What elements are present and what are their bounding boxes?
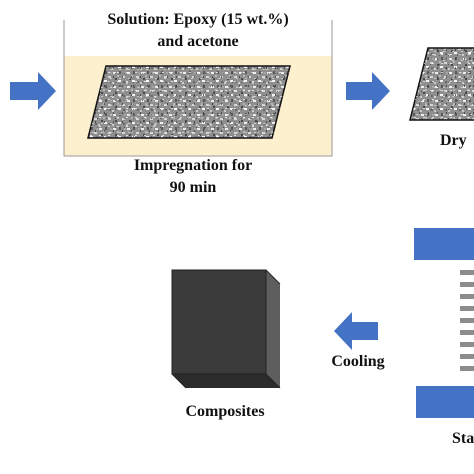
solution-label: Solution: Epoxy (15 wt.%) and acetone bbox=[107, 11, 289, 50]
composites-label: Composites bbox=[185, 403, 265, 420]
cooling-label: Cooling bbox=[331, 353, 385, 370]
drying-label: Dry bbox=[440, 132, 467, 149]
composite-block bbox=[171, 269, 281, 389]
solution-container bbox=[63, 20, 333, 157]
layer-stack bbox=[460, 270, 474, 371]
impregnation-label: Impregnation for 90 min bbox=[133, 157, 253, 196]
press-bottom-plate bbox=[416, 386, 474, 418]
right-arrow-icon bbox=[10, 72, 56, 110]
left-arrow-icon bbox=[334, 312, 378, 350]
right-arrow-icon bbox=[346, 72, 390, 110]
press-top-plate bbox=[414, 228, 474, 260]
fabric-sheet-impregnation bbox=[87, 65, 291, 139]
fabric-sheet-drying bbox=[409, 47, 474, 121]
stacking-label: Sta bbox=[452, 430, 474, 447]
